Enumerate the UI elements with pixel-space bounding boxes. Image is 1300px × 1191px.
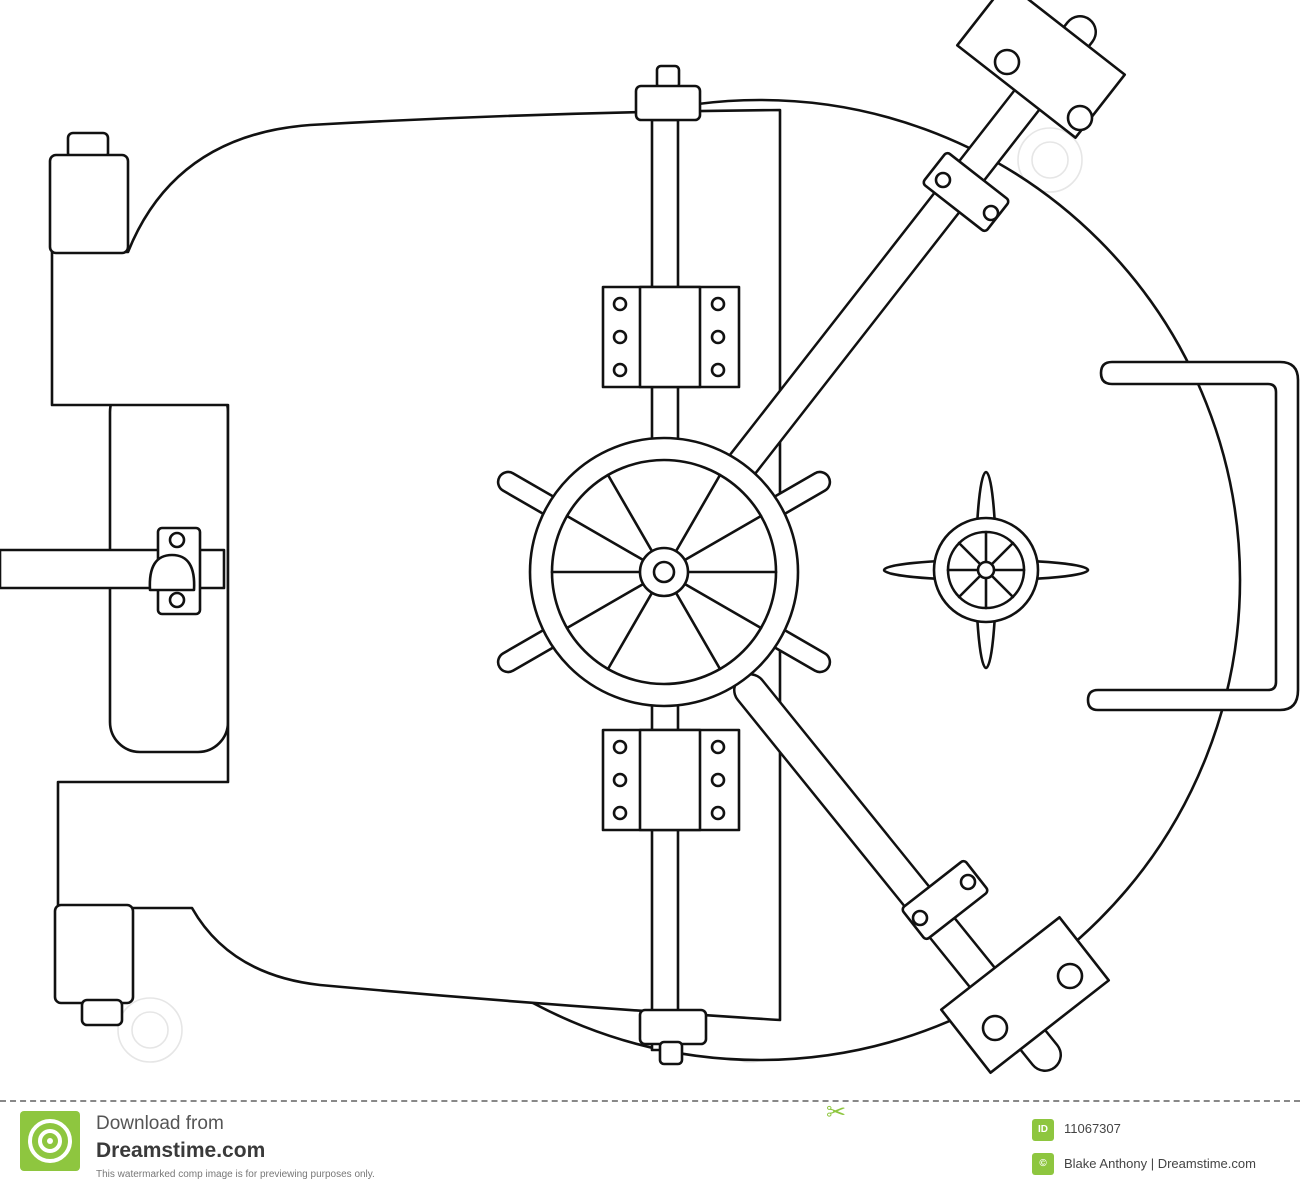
vault-door-illustration	[0, 0, 1300, 1100]
brand-link[interactable]: Dreamstime.com	[96, 1139, 266, 1162]
door-pull-handle	[1088, 362, 1298, 710]
top-bolt-plate	[603, 287, 739, 387]
upper-diagonal-bolt	[742, 0, 1125, 465]
hinge-block	[52, 110, 780, 1020]
scissors-icon: ✂	[826, 1099, 847, 1126]
handle-wheel	[494, 438, 833, 706]
copyright-badge: ©	[1032, 1153, 1054, 1175]
lower-diagonal-bolt	[750, 690, 1109, 1073]
cut-line	[0, 1100, 1300, 1102]
download-label: Download from	[96, 1113, 224, 1134]
combination-dial	[884, 472, 1088, 668]
watermark-disclaimer: This watermarked comp image is for previ…	[96, 1169, 375, 1180]
hinge-cylinders	[50, 133, 133, 1025]
watermark-footer: Download from Dreamstime.com This waterm…	[0, 1099, 1300, 1191]
image-id: 11067307	[1064, 1121, 1121, 1136]
bottom-bolt-plate	[603, 730, 739, 830]
left-bolt	[0, 528, 224, 614]
image-credit: Blake Anthony | Dreamstime.com	[1064, 1156, 1256, 1171]
dreamstime-logo-icon	[20, 1111, 80, 1171]
id-badge: ID	[1032, 1119, 1054, 1141]
